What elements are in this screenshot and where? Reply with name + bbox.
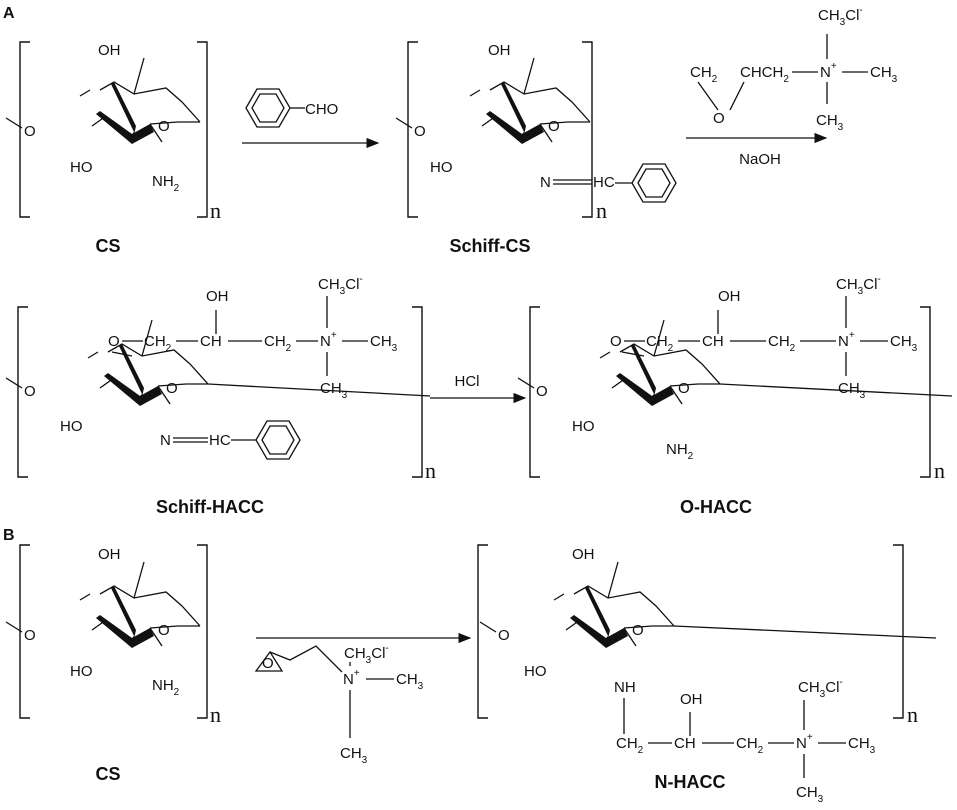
ch3-bottom: CH3 xyxy=(340,745,368,766)
ho-group: HO xyxy=(572,418,595,435)
ho-group: HO xyxy=(60,418,83,435)
epoxide-o: O xyxy=(262,655,274,672)
chch2-group: CHCH2 xyxy=(740,64,789,85)
ring-o: O xyxy=(158,118,170,135)
repeat-n: n xyxy=(907,702,918,727)
ho-group: HO xyxy=(524,663,547,680)
ring-o-atom: O xyxy=(414,123,426,140)
ch2-a: CH2 xyxy=(144,333,172,354)
nh2-group: NH2 xyxy=(152,173,180,194)
ch2-a: CH2 xyxy=(616,735,644,756)
label-schiff-hacc: Schiff-HACC xyxy=(156,497,264,517)
ch3-right: CH3 xyxy=(870,64,898,85)
ch3-bottom: CH3 xyxy=(838,380,866,401)
ring-o-atom: O xyxy=(24,123,36,140)
reagent-benzaldehyde: CHO xyxy=(245,88,338,128)
quat-n: N+ xyxy=(320,330,337,350)
ring-o-atom: O xyxy=(24,627,36,644)
ch2-b: CH2 xyxy=(768,333,796,354)
quat-n: N+ xyxy=(838,330,855,350)
ch-hydroxy: CH xyxy=(702,333,724,350)
oh-group: OH xyxy=(98,42,121,59)
ch2-a: CH2 xyxy=(646,333,674,354)
nh2-group: NH2 xyxy=(666,441,694,462)
ring-o: O xyxy=(158,622,170,639)
ring-o: O xyxy=(678,380,690,397)
ch3-right: CH3 xyxy=(396,671,424,692)
o-hacc-structure: O O O CH2 CH OH CH2 N+ CH3 CH3Cl- CH3 HO… xyxy=(517,274,953,517)
label-o-hacc: O-HACC xyxy=(680,497,752,517)
ch3-bottom: CH3 xyxy=(816,112,844,133)
repeat-n: n xyxy=(596,198,607,223)
ring-o: O xyxy=(632,622,644,639)
ch3cl-top: CH3Cl- xyxy=(818,5,863,28)
ch-hydroxy: CH xyxy=(200,333,222,350)
quat-n: N+ xyxy=(796,732,813,752)
imine-hc: HC xyxy=(593,174,615,191)
reagent-hcl: HCl xyxy=(455,373,480,390)
ho-group: HO xyxy=(70,663,93,680)
oh-side: OH xyxy=(718,288,741,305)
ch3-bottom: CH3 xyxy=(796,784,824,805)
ch3cl-top: CH3Cl- xyxy=(318,274,363,297)
ch3-right: CH3 xyxy=(890,333,918,354)
cho-group: CHO xyxy=(305,101,338,118)
schiff-hacc-structure: O O O CH2 CH OH CH2 N+ CH3 CH3Cl- CH3 HO… xyxy=(5,274,436,517)
o6-atom: O xyxy=(610,333,622,350)
ring-o: O xyxy=(166,380,178,397)
nh-group: NH xyxy=(614,679,636,696)
schiff-cs-structure: O OH O HO N HC n Schiff-CS xyxy=(395,41,677,256)
cs-b-structure: O OH O HO NH2 n CS xyxy=(5,544,221,784)
cs-structure: O OH O HO NH2 n CS xyxy=(5,41,221,256)
epoxide-ch2: CH2 xyxy=(690,64,718,85)
repeat-n: n xyxy=(425,458,436,483)
panel-b-label: B xyxy=(3,527,15,544)
label-cs: CS xyxy=(95,236,120,256)
o6-atom: O xyxy=(108,333,120,350)
quat-n: N+ xyxy=(343,668,360,688)
label-n-hacc: N-HACC xyxy=(655,772,726,792)
label-cs-b: CS xyxy=(95,764,120,784)
ring-o-atom: O xyxy=(24,383,36,400)
repeat-n: n xyxy=(210,198,221,223)
ring-o-atom: O xyxy=(536,383,548,400)
repeat-n: n xyxy=(934,458,945,483)
oh-group: OH xyxy=(572,546,595,563)
reagent-gta: CH2 CHCH2 O N+ CH3 CH3Cl- CH3 xyxy=(690,5,898,133)
ho-group: HO xyxy=(70,159,93,176)
ch3cl-top: CH3Cl- xyxy=(798,677,843,700)
ch3-bottom: CH3 xyxy=(320,380,348,401)
oh-group: OH xyxy=(98,546,121,563)
epoxide-o: O xyxy=(713,110,725,127)
imine-hc: HC xyxy=(209,432,231,449)
ch3-right: CH3 xyxy=(370,333,398,354)
panel-a-label: A xyxy=(3,5,15,22)
ring-o-atom: O xyxy=(498,627,510,644)
quat-n: N+ xyxy=(820,61,837,81)
ch3-right: CH3 xyxy=(848,735,876,756)
oh-group: OH xyxy=(488,42,511,59)
ho-group: HO xyxy=(430,159,453,176)
ch-hydroxy: CH xyxy=(674,735,696,752)
ring-o: O xyxy=(548,118,560,135)
reagent-naoh: NaOH xyxy=(739,151,781,168)
oh-side: OH xyxy=(206,288,229,305)
ch2-b: CH2 xyxy=(736,735,764,756)
ch3cl-top: CH3Cl- xyxy=(836,274,881,297)
repeat-n: n xyxy=(210,702,221,727)
ch3cl-top: CH3Cl- xyxy=(344,643,389,666)
reagent-gta-b: O N+ CH3 CH3Cl- CH3 xyxy=(254,643,424,766)
label-schiff-cs: Schiff-CS xyxy=(450,236,531,256)
ch2-b: CH2 xyxy=(264,333,292,354)
nh2-group: NH2 xyxy=(152,677,180,698)
imine-n: N xyxy=(160,432,171,449)
n-hacc-structure: O O OH HO NH CH2 CH OH CH2 N+ CH3 CH3Cl-… xyxy=(477,544,937,805)
oh-side: OH xyxy=(680,691,703,708)
imine-n: N xyxy=(540,174,551,191)
